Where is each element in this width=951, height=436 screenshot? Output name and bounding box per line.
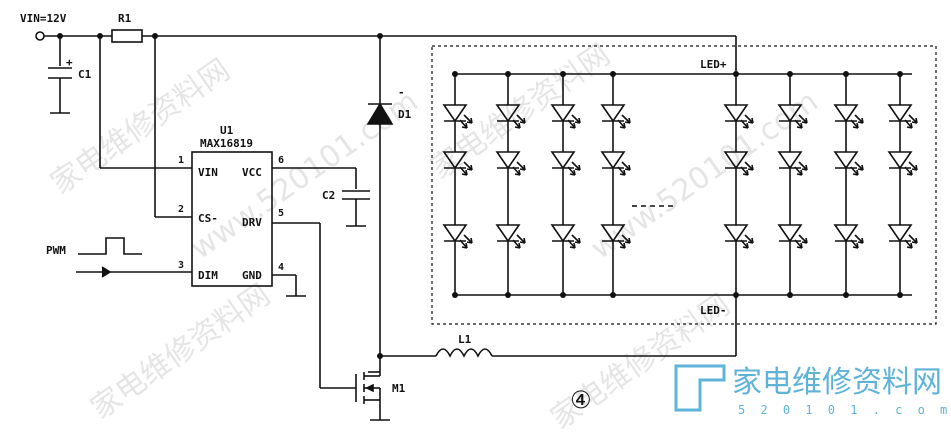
pin3-label: 3 xyxy=(178,260,184,271)
ic-u1 xyxy=(191,151,273,287)
led-string-right-3 xyxy=(888,74,918,295)
led-right-1-2 xyxy=(778,224,808,249)
led-right-0-2 xyxy=(724,224,754,249)
led-minus-label: LED- xyxy=(700,304,727,317)
site-logo: 家电维修资料网 5 2 0 1 0 1 . c o m xyxy=(674,364,951,417)
pin2-label: 2 xyxy=(178,204,184,215)
pin-gnd-label: GND xyxy=(242,269,262,282)
led-right-2-2 xyxy=(834,224,864,249)
logo-mark-icon xyxy=(674,364,726,412)
led-left-2-1 xyxy=(551,151,581,176)
watermark-layer: 家电维修资料网 www.520101.com 家电维修资料网 www.52010… xyxy=(45,37,825,436)
c2-label: C2 xyxy=(322,189,335,202)
led-right-2-1 xyxy=(834,151,864,176)
pin-vin-label: VIN xyxy=(198,166,218,179)
logo-url: 5 2 0 1 0 1 . c o m xyxy=(738,403,951,417)
led-string-left-1 xyxy=(496,74,526,295)
pin4-label: 4 xyxy=(278,262,284,273)
logo-text: 家电维修资料网 xyxy=(732,365,942,400)
led-module-box xyxy=(431,45,937,325)
led-left-3-0 xyxy=(601,104,631,129)
r1-label: R1 xyxy=(118,12,132,25)
led-right-3-0 xyxy=(888,104,918,129)
led-string-left-0 xyxy=(443,74,473,295)
led-string-right-1 xyxy=(778,74,808,295)
pin-cs-label: CS- xyxy=(198,212,218,225)
led-right-3-2 xyxy=(888,224,918,249)
figure-number: ④ xyxy=(570,386,592,414)
led-left-1-2 xyxy=(496,224,526,249)
pin-vcc-label: VCC xyxy=(242,166,262,179)
junctions xyxy=(57,33,903,359)
d1-label: D1 xyxy=(398,108,412,121)
c1-plus-label: + xyxy=(66,56,73,69)
led-string-left-3 xyxy=(601,74,631,295)
led-left-0-0 xyxy=(443,104,473,129)
l1-label: L1 xyxy=(458,333,472,346)
pin1-label: 1 xyxy=(178,155,184,166)
led-string-left-2 xyxy=(551,74,581,295)
d1-minus-label: - xyxy=(398,86,405,99)
pwm-label: PWM xyxy=(46,244,66,257)
watermark-text-1: 家电维修资料网 xyxy=(45,52,237,201)
resistor-r1 xyxy=(111,29,143,43)
vin-terminal xyxy=(35,31,45,41)
inductor-l1 xyxy=(435,348,493,358)
led-plus-label: LED+ xyxy=(700,58,727,71)
m1-label: M1 xyxy=(392,382,406,395)
wiring xyxy=(35,29,937,421)
led-left-1-1 xyxy=(496,151,526,176)
pin5-label: 5 xyxy=(278,208,284,219)
pin-drv-label: DRV xyxy=(242,216,262,229)
led-left-3-1 xyxy=(601,151,631,176)
pin6-label: 6 xyxy=(278,155,284,166)
watermark-url-1: www.520101.com xyxy=(185,84,425,267)
led-string-right-2 xyxy=(834,74,864,295)
led-left-2-0 xyxy=(551,104,581,129)
led-right-1-1 xyxy=(778,151,808,176)
led-left-0-2 xyxy=(443,224,473,249)
led-right-3-1 xyxy=(888,151,918,176)
pin-dim-label: DIM xyxy=(198,269,218,282)
vin-label: VIN=12V xyxy=(20,12,67,25)
ic-part-label: MAX16819 xyxy=(200,137,253,150)
led-string-right-0 xyxy=(724,74,754,295)
c1-label: C1 xyxy=(78,68,92,81)
u1-label: U1 xyxy=(220,124,234,137)
watermark-text-3: 家电维修资料网 xyxy=(85,277,277,426)
led-left-2-2 xyxy=(551,224,581,249)
led-right-2-0 xyxy=(834,104,864,129)
